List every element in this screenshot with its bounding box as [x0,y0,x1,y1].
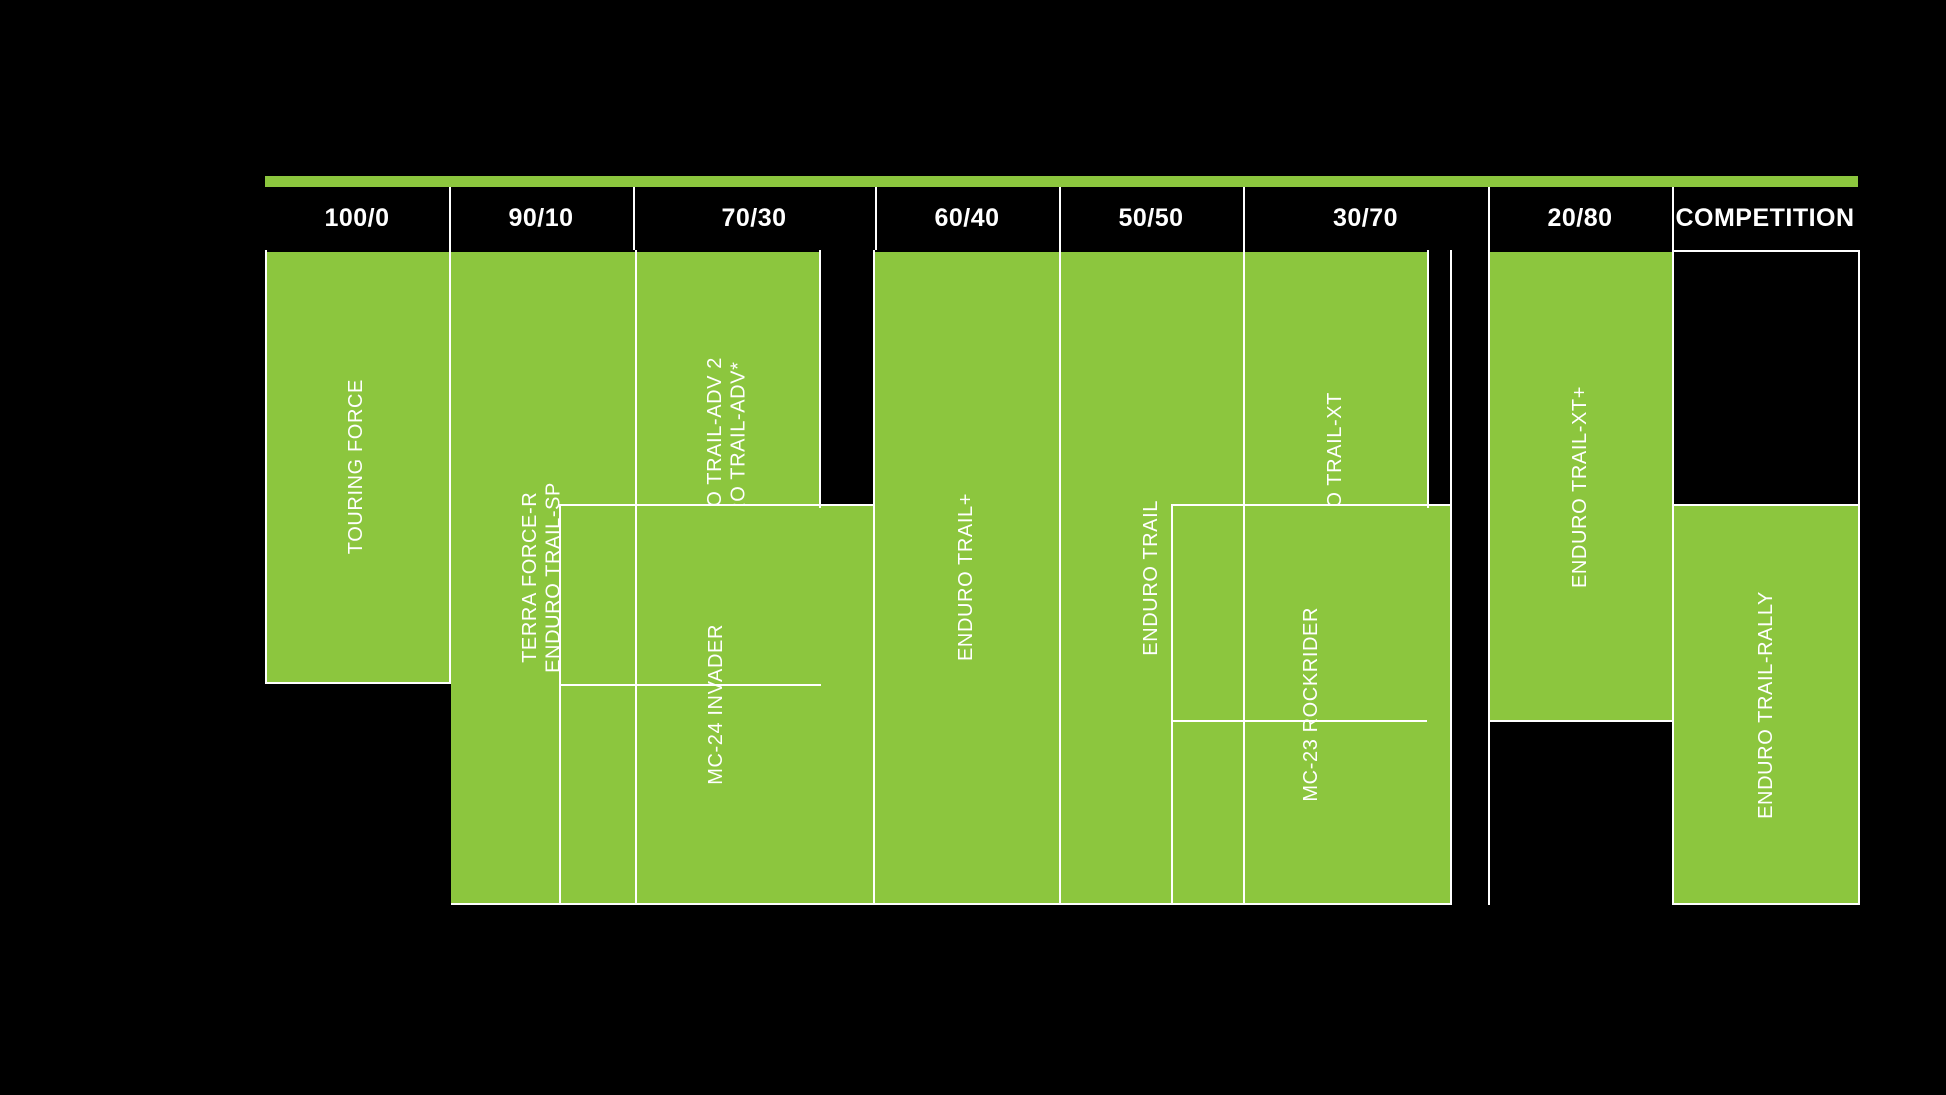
header-divider [1059,187,1061,250]
column-header-30-70[interactable]: 30/70 [1332,204,1399,232]
bar-label-touring-force: TOURING FORCE [345,379,368,555]
top-accent-rule [265,176,1858,187]
bar-edge [637,684,821,686]
column-header-100-0[interactable]: 100/0 [324,204,390,232]
bar-edge [1674,903,1860,905]
bar-edge [1171,903,1450,905]
bar-edge [875,903,1059,905]
column-header-20-80[interactable]: 20/80 [1547,204,1613,232]
bar-separator [1243,250,1245,905]
header-divider [1243,187,1245,250]
bar-label-enduro-trail-plus: ENDURO TRAIL+ [955,493,978,662]
bar-edge [559,684,639,686]
bar-label-enduro-trail-xt-plus: ENDURO TRAIL-XT+ [1569,385,1592,589]
bar-separator [1059,250,1061,905]
bar-edge [1490,720,1674,722]
bar-separator [449,250,451,684]
column-header-70-30[interactable]: 70/30 [721,204,787,232]
bar-mc-24-invader[interactable]: MC-24 INVADER [561,506,873,903]
bar-edge [265,682,451,684]
header-divider [1672,187,1674,250]
bar-separator [1427,250,1429,508]
bar-separator [635,250,637,905]
bar-separator [1450,250,1452,905]
bar-separator [1488,250,1490,905]
bar-edge [1061,903,1243,905]
bar-separator [1171,504,1173,905]
bar-enduro-trail-rally[interactable]: ENDURO TRAIL-RALLY [1674,506,1860,903]
bar-mc-23-rockrider[interactable]: MC-23 ROCKRIDER [1173,506,1450,903]
header-divider [449,187,451,250]
bar-edge [559,903,875,905]
bar-edge [1674,250,1860,252]
bar-edge [451,903,635,905]
column-header-50-50[interactable]: 50/50 [1118,204,1184,232]
bar-label-enduro-trail: ENDURO TRAIL [1140,499,1163,656]
bars-plot-area: TOURING FORCE TERRA FORCE-R ENDURO TRAIL… [265,250,1860,905]
bar-label-enduro-trail-rally: ENDURO TRAIL-RALLY [1755,590,1778,819]
bar-separator [819,250,821,508]
header-divider [1488,187,1490,250]
bar-enduro-trail-plus[interactable]: ENDURO TRAIL+ [875,252,1059,903]
bar-edge [1171,504,1450,506]
bar-separator [559,504,561,905]
column-header-60-40[interactable]: 60/40 [934,204,1000,232]
bar-separator [873,250,875,905]
bar-label-mc-24-invader: MC-24 INVADER [705,624,728,785]
bar-separator [1672,250,1674,905]
column-header-competition[interactable]: COMPETITION [1675,204,1855,232]
bar-edge [1674,504,1860,506]
bar-enduro-trail-xt-plus[interactable]: ENDURO TRAIL-XT+ [1490,252,1672,722]
bar-edge [1171,720,1247,722]
bar-edge [559,504,873,506]
bar-edge [1245,720,1427,722]
column-header-90-10[interactable]: 90/10 [508,204,574,232]
bar-touring-force[interactable]: TOURING FORCE [265,252,449,682]
bar-separator [265,250,267,684]
header-divider [875,187,877,250]
bar-separator [1858,250,1860,905]
header-divider [633,187,635,250]
bar-label-mc-23-rockrider: MC-23 ROCKRIDER [1299,607,1322,802]
column-header-row: 100/0 90/10 70/30 60/40 50/50 30/70 20/8… [265,187,1858,250]
